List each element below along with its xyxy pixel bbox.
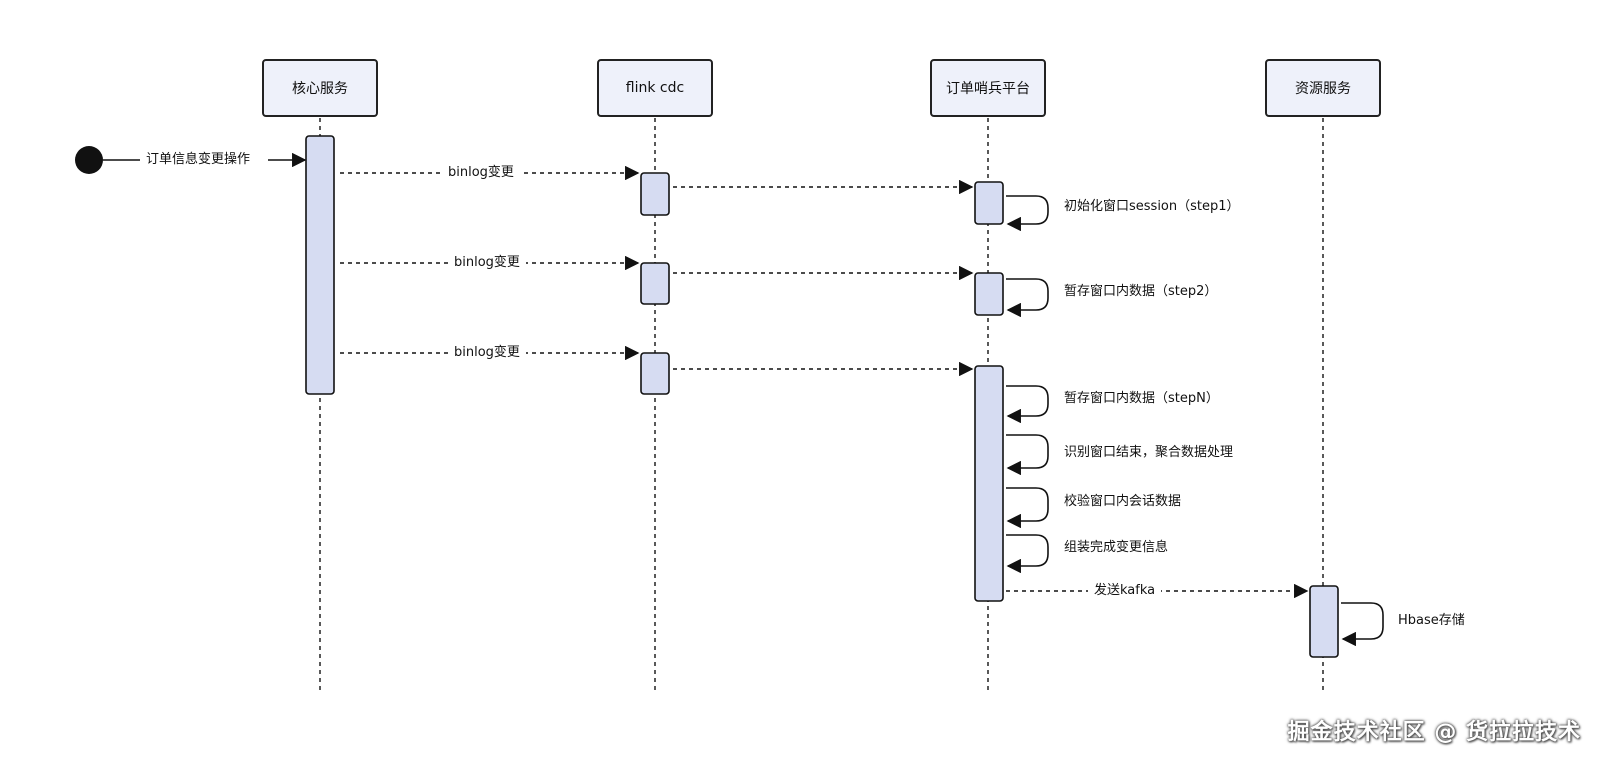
activation-sentinel-2 (974, 272, 1004, 316)
self-call-3-label: 暂存窗口内数据（stepN） (1064, 391, 1219, 406)
msg-binlog-1-label: binlog变更 (442, 165, 520, 181)
activation-resource (1309, 585, 1339, 658)
participant-flink-cdc: flink cdc (597, 59, 713, 117)
footer-watermark: 掘金技术社区 @ 货拉拉技术 (1287, 720, 1581, 745)
activation-core (305, 135, 335, 395)
msg-binlog-2-label: binlog变更 (448, 255, 526, 271)
self-call-2-label: 暂存窗口内数据（step2） (1064, 284, 1218, 299)
self-call-5 (1006, 487, 1049, 529)
start-node (75, 146, 103, 174)
self-call-7-label: Hbase存储 (1398, 613, 1465, 628)
self-call-4-label: 识别窗口结束，聚合数据处理 (1064, 445, 1234, 460)
msg-kafka-label: 发送kafka (1088, 583, 1162, 599)
participant-core-service: 核心服务 (262, 59, 378, 117)
self-call-1-label: 初始化窗口session（step1） (1064, 199, 1240, 214)
self-call-3 (1006, 385, 1049, 424)
participant-order-sentinel: 订单哨兵平台 (930, 59, 1046, 117)
self-call-2 (1006, 278, 1049, 318)
participant-resource-service: 资源服务 (1265, 59, 1381, 117)
activation-flink-2 (640, 262, 670, 305)
activation-sentinel-1 (974, 181, 1004, 225)
self-call-1 (1006, 195, 1049, 232)
self-call-6 (1006, 534, 1049, 574)
self-call-7 (1341, 602, 1384, 647)
msg-binlog-3-label: binlog变更 (448, 345, 526, 361)
start-message-label: 订单信息变更操作 (140, 152, 257, 168)
self-call-5-label: 校验窗口内会话数据 (1064, 494, 1182, 509)
self-call-4 (1006, 434, 1049, 476)
activation-sentinel-3 (974, 365, 1004, 602)
activation-flink-1 (640, 172, 670, 216)
activation-flink-3 (640, 352, 670, 395)
self-call-6-label: 组装完成变更信息 (1064, 540, 1169, 555)
